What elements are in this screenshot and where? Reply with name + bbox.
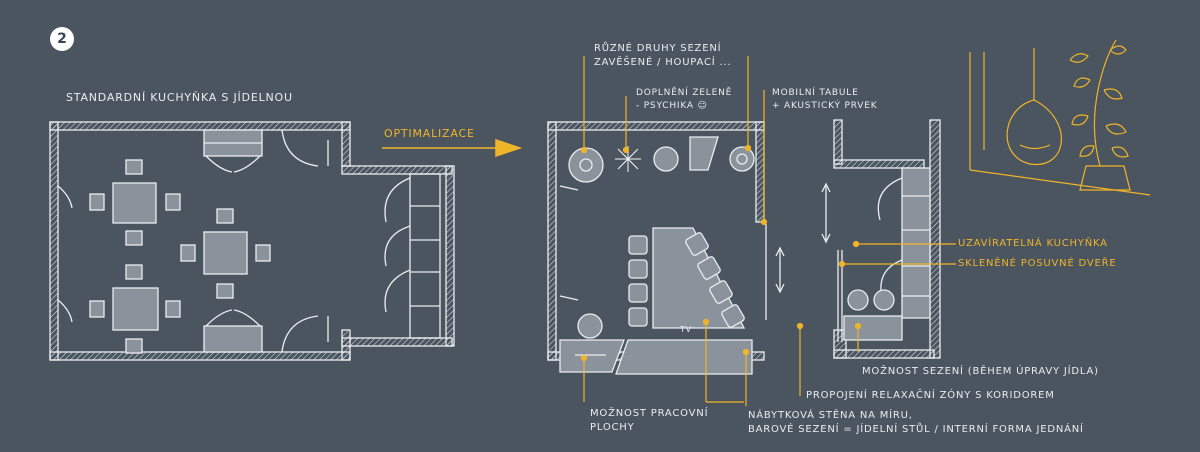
greenery-sub-label: - PSYCHIKA ☺ bbox=[636, 101, 708, 111]
work-surface-sub-label: PLOCHY bbox=[590, 422, 635, 433]
sliding-doors-label: SKLENĚNÉ POSUVNÉ DVEŘE bbox=[958, 258, 1117, 269]
tv-label: TV bbox=[680, 325, 692, 334]
step-number-badge: 2 bbox=[50, 27, 74, 51]
optimize-arrow bbox=[382, 138, 523, 158]
furniture-wall-label: NÁBYTKOVÁ STĚNA NA MÍRU, bbox=[748, 410, 913, 421]
seating-types-label: RŮZNÉ DRUHY SEZENÍ bbox=[594, 43, 722, 54]
mobile-board-label: MOBILNÍ TABULE bbox=[772, 88, 859, 98]
relax-connection-label: PROPOJENÍ RELAXAČNÍ ZÓNY S KORIDOREM bbox=[806, 390, 1055, 401]
optimize-title: OPTIMALIZACE bbox=[384, 127, 475, 140]
seating-types-sub-label: ZAVĚŠENÉ / HOUPACÍ ... bbox=[594, 57, 732, 68]
standard-plan bbox=[49, 121, 455, 361]
seating-option-label: MOŽNOST SEZENÍ (BĚHEM ÚPRAVY JÍDLA) bbox=[862, 366, 1099, 377]
annotation-leaders bbox=[580, 56, 956, 406]
standard-plan-title: STANDARDNÍ KUCHYŇKA S JÍDELNOU bbox=[66, 91, 293, 104]
lockable-kitchen-label: UZAVÍRATELNÁ KUCHYŇKA bbox=[958, 238, 1108, 249]
optimized-plan bbox=[547, 121, 831, 375]
kitchen-plan bbox=[833, 119, 941, 359]
greenery-label: DOPLNĚNÍ ZELENĚ bbox=[636, 88, 733, 98]
furniture-wall-sub-label: BAROVÉ SEZENÍ = JÍDELNÍ STŮL / INTERNÍ F… bbox=[748, 424, 1084, 435]
mobile-board-sub-label: + AKUSTICKÝ PRVEK bbox=[772, 101, 878, 111]
hanging-chair-sketch bbox=[969, 39, 1151, 196]
work-surface-label: MOŽNOST PRACOVNÍ bbox=[590, 408, 709, 419]
